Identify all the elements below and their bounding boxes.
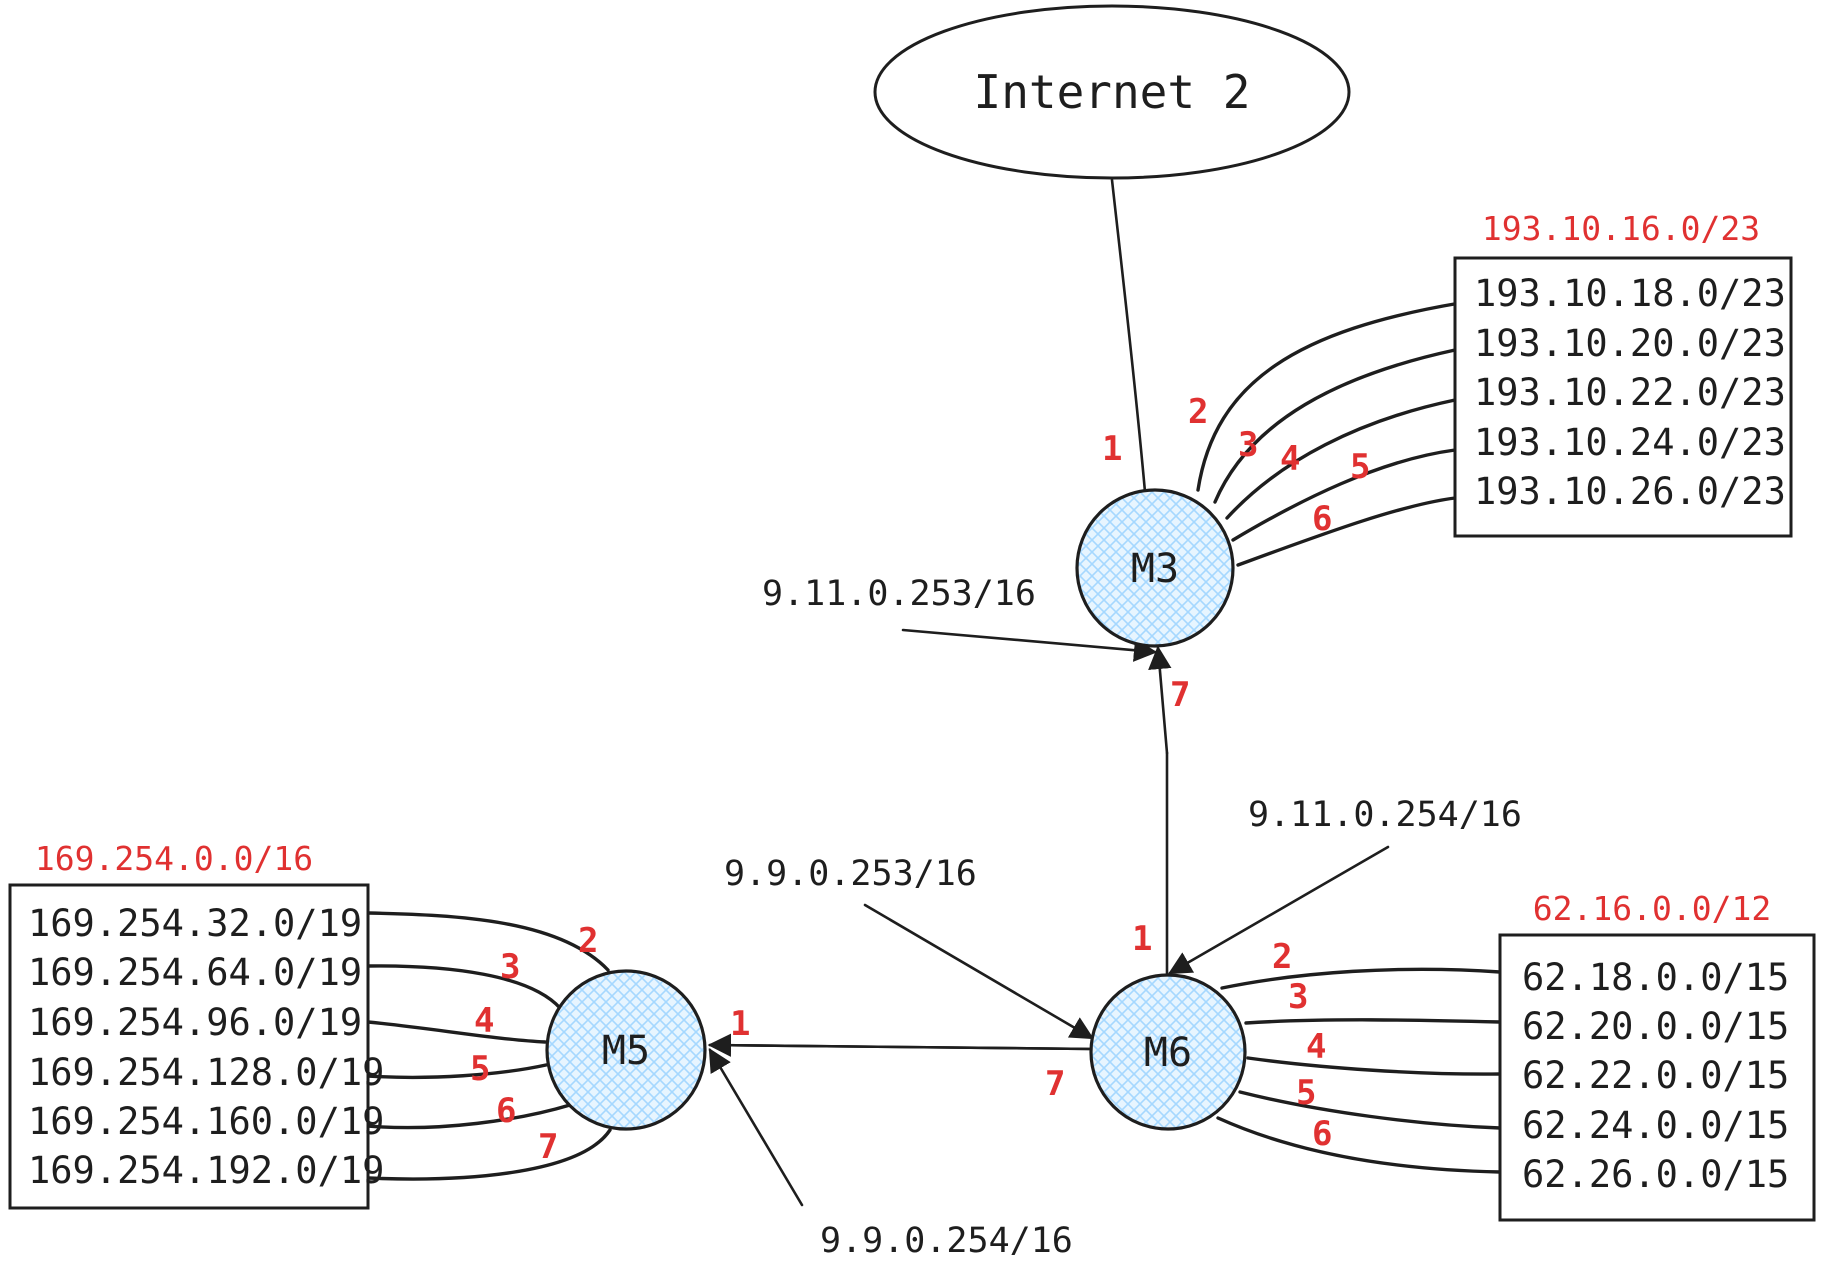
link-m6-m3: [1148, 645, 1172, 755]
port-label: 1: [1102, 429, 1122, 469]
fan-m3-5: [1231, 448, 1457, 542]
port-label: 3: [500, 947, 520, 987]
network-box-left: 169.254.0.0/16 169.254.32.0/19 169.254.6…: [8, 839, 384, 1210]
port-label: 2: [1272, 937, 1292, 977]
network-row: 193.10.24.0/23: [1474, 421, 1786, 464]
port-label: 5: [1296, 1073, 1316, 1113]
network-row: 193.10.18.0/23: [1474, 272, 1786, 315]
fan-m3-4: [1225, 398, 1457, 520]
network-box: [1453, 256, 1793, 538]
port-label: 4: [1280, 439, 1300, 479]
router-m5-label: M5: [602, 1028, 650, 1074]
link-internet-m3: [1110, 178, 1147, 494]
router-m6: M6: [1089, 973, 1247, 1131]
address-label-m3-m6-bottom: 9.11.0.254/16: [1248, 795, 1522, 835]
network-row: 62.20.0.0/15: [1522, 1005, 1789, 1048]
fan-m6-4: [1246, 1056, 1502, 1076]
network-title: 169.254.0.0/16: [35, 839, 313, 878]
port-label: 7: [1170, 675, 1190, 715]
network-row: 169.254.32.0/19: [28, 902, 362, 945]
fan-m5-7: [366, 1128, 612, 1181]
network-row: 62.24.0.0/15: [1522, 1104, 1789, 1147]
fan-m3-2: [1196, 301, 1462, 492]
fan-m6-5: [1238, 1090, 1502, 1130]
port-label: 2: [578, 921, 598, 961]
port-label: 2: [1188, 392, 1208, 432]
pointer-9-11-0-253: [901, 628, 1158, 662]
m3-port-labels: 1 2 3 4 5 6 7: [1102, 392, 1370, 715]
fan-m6-6: [1216, 1116, 1502, 1174]
port-label: 4: [1306, 1027, 1326, 1067]
port-label: 5: [1350, 447, 1370, 487]
network-row: 169.254.64.0/19: [28, 951, 362, 994]
network-row: 62.26.0.0/15: [1522, 1153, 1789, 1196]
network-title: 193.10.16.0/23: [1482, 209, 1760, 248]
address-label-m3-m6-top: 9.11.0.253/16: [762, 574, 1036, 614]
m5-port-labels: 1 2 3 4 5 6 7: [470, 921, 750, 1167]
port-label: 7: [1045, 1064, 1065, 1104]
port-label: 1: [730, 1004, 750, 1044]
router-m5-circle: [545, 969, 707, 1131]
network-row: 193.10.20.0/23: [1474, 322, 1786, 365]
network-box-bottom-right: 62.16.0.0/12 62.18.0.0/15 62.20.0.0/15 6…: [1498, 889, 1816, 1222]
m6-fan-lines: [1216, 967, 1502, 1174]
network-row: 62.18.0.0/15: [1522, 956, 1789, 999]
fan-m6-2: [1220, 967, 1502, 990]
internet-node: Internet 2: [873, 4, 1351, 180]
m5-fan-lines: [366, 911, 612, 1181]
pointer-9-9-0-253: [863, 903, 1095, 1040]
network-row: 193.10.26.0/23: [1474, 470, 1786, 513]
fan-m5-2: [366, 911, 610, 972]
fan-m6-3: [1244, 1018, 1502, 1025]
port-label: 6: [1312, 499, 1332, 539]
network-box: [8, 883, 370, 1210]
address-label-m5-m6-bottom: 9.9.0.254/16: [820, 1221, 1073, 1261]
network-row: 169.254.192.0/19: [28, 1149, 384, 1192]
fan-m3-3: [1213, 348, 1457, 504]
network-row: 169.254.128.0/19: [28, 1051, 384, 1094]
link-m5-m6-arrow: [707, 1033, 1095, 1057]
network-title: 62.16.0.0/12: [1533, 889, 1771, 928]
network-row: 62.22.0.0/15: [1522, 1054, 1789, 1097]
pointer-9-11-0-254: [1167, 845, 1390, 975]
internet-ellipse: [873, 4, 1351, 180]
fan-m5-4: [366, 1020, 547, 1044]
port-label: 3: [1288, 977, 1308, 1017]
network-row: 193.10.22.0/23: [1474, 371, 1786, 414]
router-m5: M5: [545, 969, 707, 1131]
network-box: [1498, 933, 1816, 1222]
router-m6-label: M6: [1144, 1030, 1192, 1076]
port-label: 3: [1238, 425, 1258, 465]
router-m3-circle: [1075, 488, 1235, 648]
port-label: 4: [474, 1001, 494, 1041]
port-label: 5: [470, 1049, 490, 1089]
network-box-top-right: 193.10.16.0/23 193.10.18.0/23 193.10.20.…: [1453, 209, 1793, 538]
router-m3: M3: [1075, 488, 1235, 648]
port-label: 6: [1312, 1114, 1332, 1154]
pointer-9-9-0-254: [708, 1047, 804, 1207]
router-m3-label: M3: [1131, 546, 1179, 592]
m3-fan-lines: [1196, 301, 1462, 567]
network-row: 169.254.96.0/19: [28, 1001, 362, 1044]
network-row: 169.254.160.0/19: [28, 1100, 384, 1143]
fan-m5-3: [366, 964, 562, 1010]
port-label: 6: [496, 1091, 516, 1131]
router-m6-circle: [1089, 973, 1247, 1131]
fan-m5-5: [366, 1063, 548, 1080]
internet-label: Internet 2: [974, 65, 1251, 119]
port-label: 7: [538, 1127, 558, 1167]
port-label: 1: [1132, 919, 1152, 959]
fan-m5-6: [366, 1103, 572, 1130]
m6-port-labels: 1 2 3 4 5 6 7: [1045, 919, 1332, 1154]
fan-m3-6: [1236, 496, 1457, 567]
address-label-m5-m6-top: 9.9.0.253/16: [724, 854, 977, 894]
